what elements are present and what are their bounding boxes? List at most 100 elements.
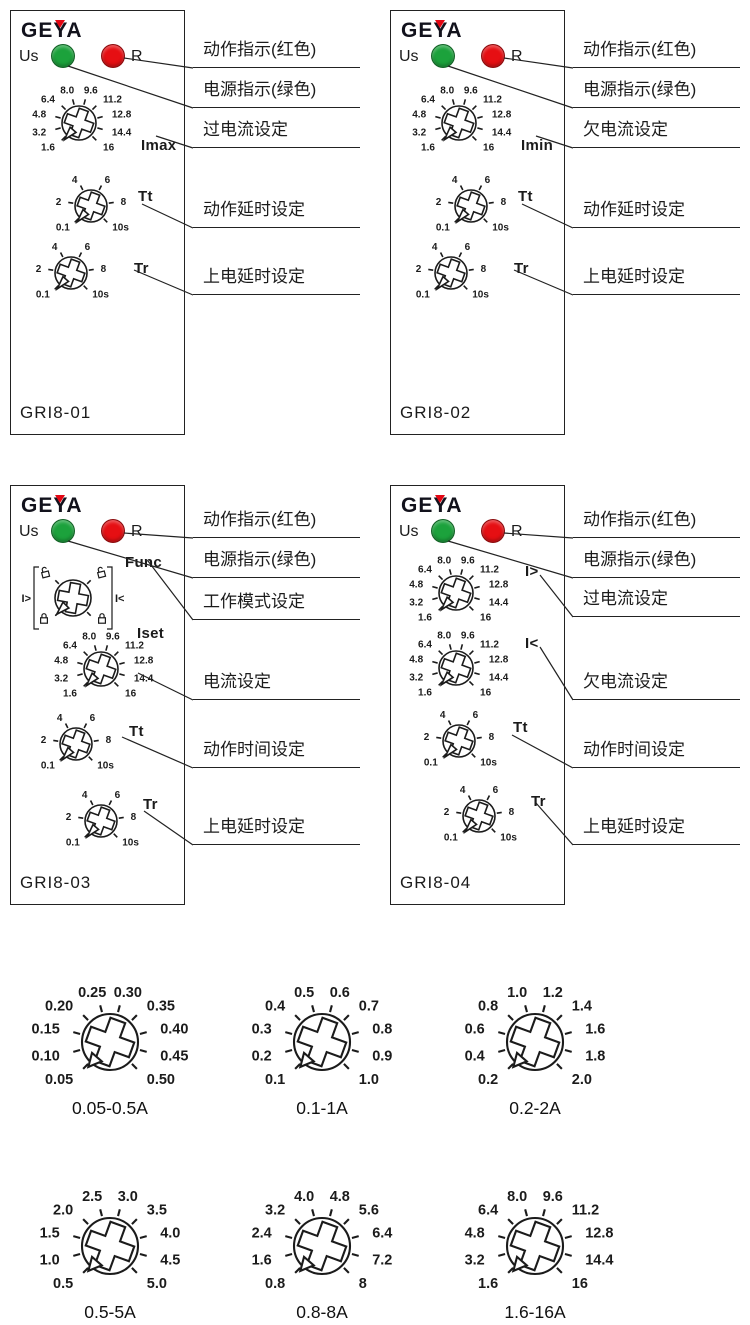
dial-scale-label: 14.4 <box>489 597 509 608</box>
dial-tick <box>507 1014 514 1021</box>
dial-tick <box>542 1209 546 1217</box>
dial-scale-label: 0.1 <box>41 761 55 772</box>
dial-knob <box>296 1220 348 1272</box>
dial-tick <box>285 1253 293 1257</box>
dial-tick <box>463 99 467 105</box>
geya-logo: GEYA <box>21 19 111 45</box>
annotation-label: 电源指示(绿色) <box>193 544 360 578</box>
dial-scale-label: 0.3 <box>252 1022 272 1038</box>
dial-tick <box>54 579 60 585</box>
dial-scale-label: 1.6 <box>585 1022 605 1038</box>
dial-scale-label: 4.8 <box>54 656 68 667</box>
geya-logo: GEYA <box>401 19 491 45</box>
dial-tick <box>432 660 438 664</box>
model-label: GRI8-01 <box>20 403 92 422</box>
dial-tick <box>477 115 483 119</box>
dial-tick <box>82 1063 89 1070</box>
power-led-green <box>51 44 75 68</box>
dial-tick <box>483 218 488 223</box>
dial-scale-label: 4 <box>57 713 63 724</box>
dial-tick <box>91 105 97 111</box>
dial-scale-label: 6 <box>90 713 96 724</box>
dial-tick <box>59 252 64 258</box>
dial-scale-label: 14.4 <box>134 673 154 684</box>
dial-scale-label: 4.8 <box>409 655 423 666</box>
dial-tick <box>329 1209 333 1217</box>
mode-label-undercurrent: I< <box>115 593 124 605</box>
dial-tick <box>460 644 464 650</box>
dial-scale-label: 6 <box>465 242 471 253</box>
dial-scale-label: 0.4 <box>465 1049 485 1065</box>
dial-scale-label: 8 <box>131 812 137 823</box>
dial-pointer <box>60 746 75 763</box>
dial-tick <box>507 1063 514 1070</box>
dial-scale-label: 0.20 <box>45 998 73 1014</box>
dial-scale-label: 1.6 <box>418 688 432 699</box>
dial-scale-label: 10s <box>122 838 139 849</box>
geya-logo: GEYA <box>401 494 491 520</box>
dial-tick <box>474 672 480 676</box>
dial-scale-label: 8 <box>501 197 507 208</box>
dial-tick <box>447 720 452 726</box>
dial-tick <box>118 816 124 819</box>
dial-scale-label: 4 <box>432 242 438 253</box>
dial-scale-label: 6 <box>493 785 499 796</box>
dial-tick <box>459 185 464 191</box>
dial-tick <box>117 1005 121 1013</box>
dial-scale-label: 1.6 <box>252 1253 272 1269</box>
dial-pointer <box>455 208 470 225</box>
dial-scale-label: 8 <box>106 735 112 746</box>
dial-tick <box>524 1209 528 1217</box>
dial-tick <box>471 135 477 141</box>
dial-scale-label: 8.0 <box>437 556 451 567</box>
led-label-us: Us <box>399 48 419 65</box>
dial-scale-label: 2 <box>66 812 72 823</box>
dial-scale-label: 6.4 <box>372 1226 392 1242</box>
dial-pointer <box>463 818 478 835</box>
dial-tick <box>478 185 483 191</box>
dial-tick <box>294 1014 301 1021</box>
annotation-label: 欠电流设定 <box>573 666 740 700</box>
dial-scale-label: 2 <box>41 735 47 746</box>
dial-tick <box>468 650 474 656</box>
annotation-label: 上电延时设定 <box>193 811 360 845</box>
dial-scale-label: 16 <box>483 143 495 154</box>
dial-label: Func <box>125 554 163 571</box>
dial-scale-label: 9.6 <box>461 631 475 642</box>
unlock-icon <box>96 566 107 579</box>
logo-text: GEYA <box>401 494 463 517</box>
annotation-label: 工作模式设定 <box>193 586 360 620</box>
annotation-label: 电流设定 <box>193 666 360 700</box>
dial-tick <box>468 605 474 611</box>
dial-tick <box>471 753 476 758</box>
dial-tick <box>139 1031 147 1035</box>
dial-scale-label: 16 <box>572 1276 588 1292</box>
dial-scale-label: 5.6 <box>359 1202 379 1218</box>
dial-scale-label: 5.0 <box>147 1276 167 1292</box>
dial-tick <box>498 1235 506 1239</box>
annotation-label: 上电延时设定 <box>573 261 740 295</box>
logo-text: GEYA <box>21 494 83 517</box>
dial-scale-label: 16 <box>125 689 137 700</box>
dial-scale-label: 10s <box>472 290 489 301</box>
dial-scale-label: 10s <box>92 290 109 301</box>
dial-scale-label: 11.2 <box>483 94 502 105</box>
dial-scale-label: 12.8 <box>489 655 509 666</box>
dial-scale-label: 6 <box>85 242 91 253</box>
dial-tick <box>564 1031 572 1035</box>
dial-tick <box>311 1005 315 1013</box>
dial-pointer <box>86 1254 104 1273</box>
dial-tick <box>507 1218 514 1225</box>
dial-scale-label: 0.35 <box>147 998 175 1014</box>
model-label: GRI8-04 <box>400 873 472 892</box>
dial-pointer <box>84 671 100 688</box>
dial-tick <box>498 1253 506 1257</box>
dial-scale-label: 6 <box>105 175 111 186</box>
